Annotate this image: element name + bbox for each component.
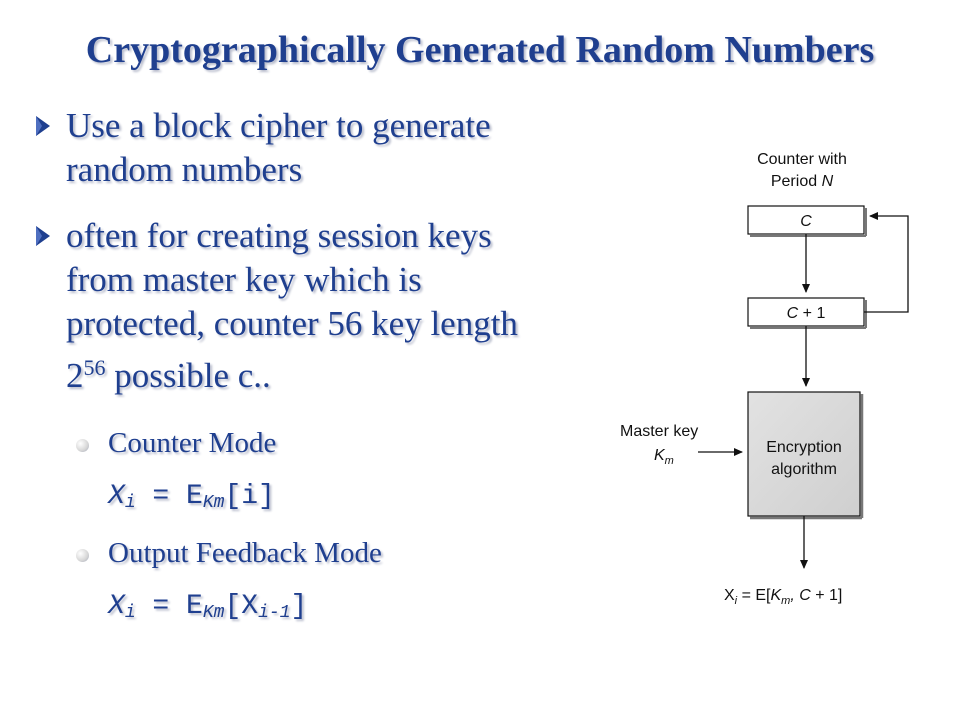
bullet-text-line: random numbers [66,150,303,189]
formula-var: X [108,591,125,622]
counter-mode-diagram: Counter with Period N C C + 1 Encryption… [620,151,909,607]
subitem-label: Counter Mode [108,427,277,459]
formula-counter-mode: Xi = EKm[i] [108,478,275,522]
formula-arg: [i] [224,481,275,512]
formula-arg: [X [224,591,259,622]
increment-box-label: C + 1 [787,305,826,322]
formula-eq: = E [135,591,203,622]
formula-subscript: Km [202,493,225,513]
power-base: 2 [66,356,84,395]
encryption-label: Encryption [766,439,842,456]
counter-period-label: Period N [771,173,834,190]
round-bullet-icon [76,549,89,562]
encryption-box [747,391,861,517]
output-label: Xi = E[Km, C + 1] [724,587,842,607]
formula-subscript: Km [202,603,225,623]
bullet-text-rest: possible c.. [105,356,271,395]
counter-box-label: C [800,213,812,230]
subitem-label: Output Feedback Mode [108,537,382,569]
formula-var: X [108,481,125,512]
master-key-label: Master key [620,423,698,440]
power-exponent: 56 [83,355,106,380]
arrow-bullet-icon [36,226,50,246]
formula-arg: ] [290,591,308,622]
formula-subscript: i [124,603,136,623]
formula-output-feedback-mode: Xi = EKm[Xi-1] [108,588,307,632]
round-bullet-icon [76,439,89,452]
bullet-text-line: protected, counter 56 key length [66,304,518,343]
bullet-text-line: Use a block cipher to generate [66,106,491,145]
arrow-bullet-icon [36,116,50,136]
counter-label: Counter with [757,151,847,168]
bullet-text-line: 256 possible c.. [66,346,518,395]
increment-box [747,297,865,327]
formula-subscript: i-1 [258,603,291,623]
bullet-text-line: from master key which is [66,260,422,299]
bullet-text-line: often for creating session keys [66,216,492,255]
formula-subscript: i [124,493,136,513]
algorithm-label: algorithm [771,461,837,478]
slide-title: Cryptographically Generated Random Numbe… [85,29,875,71]
formula-eq: = E [135,481,203,512]
feedback-arrow [864,212,909,313]
master-key-var: Km [654,447,674,467]
